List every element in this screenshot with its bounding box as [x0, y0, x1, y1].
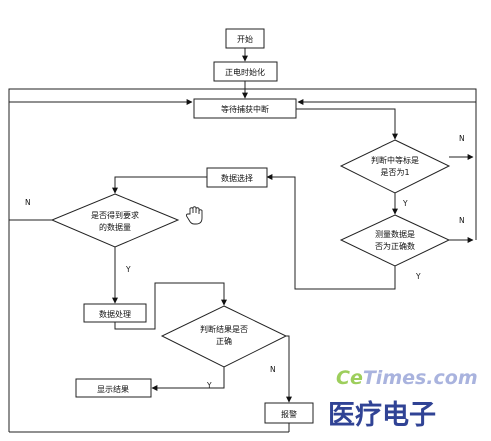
edge-label-valid-no: N: [459, 216, 465, 225]
node-init-label: 正电时始化: [225, 67, 265, 77]
edge-label-enough-yes: Y: [125, 265, 131, 274]
node-alarm-box: [264, 402, 314, 424]
node-select-box: [206, 167, 268, 188]
edge-wait-flag: [296, 108, 398, 140]
node-check-result-label-2: 正确: [216, 336, 232, 346]
edge-label-result-no: N: [270, 365, 276, 374]
hand-cursor-icon: [185, 206, 203, 225]
node-process-label: 数据处理: [99, 309, 131, 319]
node-process-box: [83, 303, 147, 323]
edge-label-valid-yes: Y: [415, 272, 421, 281]
edge-label-flag-no: N: [459, 134, 465, 143]
node-check-valid-label-1: 测量数据是: [375, 229, 415, 239]
watermark-site: CeTimes.com: [336, 367, 478, 389]
edge-label-flag-yes: Y: [402, 199, 408, 208]
node-start-box: [225, 28, 265, 49]
node-check-flag-diamond: [339, 139, 451, 194]
node-wait-label: 等待捕获中断: [221, 104, 269, 114]
node-init-box: [213, 61, 278, 82]
edge-loop-return: [8, 88, 477, 432]
edge-label-result-yes: Y: [206, 381, 212, 390]
node-select-label: 数据选择: [221, 173, 253, 183]
node-check-flag-label-1: 判断中等标是: [371, 155, 419, 165]
node-start-label: 开始: [237, 34, 253, 44]
edge-result-no: [286, 335, 292, 403]
node-check-valid-diamond: [339, 214, 451, 267]
node-display-box: [75, 378, 152, 398]
edge-process-result: [114, 282, 227, 330]
node-wait-box: [193, 98, 297, 119]
node-check-enough-diamond: [50, 193, 180, 248]
node-check-enough-label-1: 是否得到要求: [91, 210, 139, 220]
watermark-brand: 医疗电子: [328, 399, 436, 431]
edge-result-yes: [151, 367, 225, 391]
node-check-enough-label-2: 的数据量: [99, 222, 131, 232]
node-check-flag-label-2: 是否为1: [380, 167, 409, 177]
node-check-result-label-1: 判断结果是否: [200, 324, 248, 334]
edge-select-enough: [112, 176, 207, 194]
node-check-result-diamond: [160, 305, 288, 368]
node-alarm-label: 报警: [281, 409, 297, 419]
node-display-label: 显示结果: [97, 384, 129, 394]
edge-valid-yes: [266, 174, 396, 290]
edge-label-enough-no: N: [25, 198, 31, 207]
node-check-valid-label-2: 否为正确数: [375, 241, 415, 251]
